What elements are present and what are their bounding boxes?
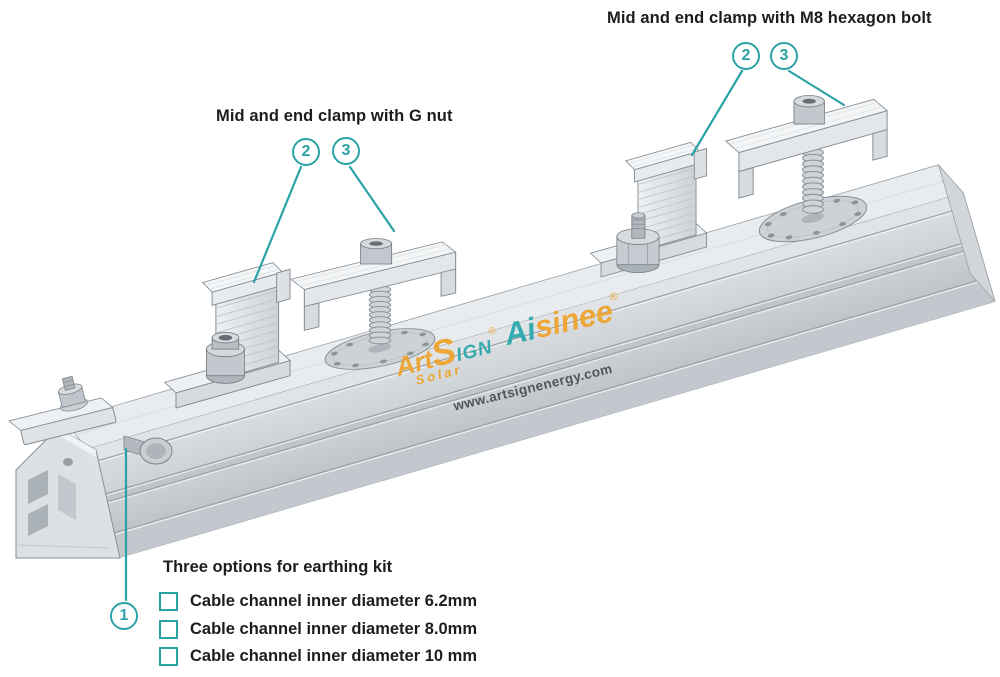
label-m8-clamp: Mid and end clamp with M8 hexagon bolt bbox=[607, 9, 932, 27]
end-clamp-right bbox=[724, 95, 888, 243]
callout-number: 3 bbox=[779, 47, 789, 64]
option-label: Cable channel inner diameter 6.2mm bbox=[190, 591, 478, 610]
earthing-heading: Three options for earthing kit bbox=[163, 558, 393, 576]
option-checkbox bbox=[159, 591, 178, 611]
end-clamp-left bbox=[289, 238, 457, 370]
earthing-option-row: Cable channel inner diameter 10 mm bbox=[159, 645, 477, 667]
clamp-nut bbox=[793, 95, 825, 125]
threaded-spring bbox=[368, 285, 392, 345]
callout-1-earthing: 1 bbox=[110, 602, 138, 630]
option-checkbox bbox=[159, 646, 178, 666]
callout-3-left: 3 bbox=[332, 137, 360, 165]
label-gnut-clamp: Mid and end clamp with G nut bbox=[216, 107, 453, 125]
earthing-option-row: Cable channel inner diameter 6.2mm bbox=[159, 590, 477, 612]
rail-end-profile bbox=[15, 427, 121, 559]
clamp-nut bbox=[360, 238, 393, 265]
earthing-kit bbox=[8, 375, 117, 446]
leader-lines bbox=[124, 69, 846, 602]
callout-2-left: 2 bbox=[292, 138, 320, 166]
callout-2-right: 2 bbox=[732, 42, 760, 70]
callout-number: 2 bbox=[741, 47, 751, 64]
g-nut bbox=[205, 332, 245, 384]
callout-number: 2 bbox=[301, 143, 311, 160]
mid-clamp-m8-bolt bbox=[589, 141, 708, 278]
m8-hexagon-bolt bbox=[616, 212, 660, 273]
earthing-option-row: Cable channel inner diameter 8.0mm bbox=[159, 618, 477, 640]
earthing-side-bolt bbox=[123, 435, 173, 465]
option-label: Cable channel inner diameter 10 mm bbox=[190, 646, 478, 665]
aluminum-rail bbox=[62, 164, 996, 558]
callout-number: 1 bbox=[119, 607, 129, 624]
option-checkbox bbox=[159, 619, 178, 639]
mid-clamp-g-nut bbox=[163, 262, 291, 409]
option-label: Cable channel inner diameter 8.0mm bbox=[190, 619, 478, 638]
callout-3-right: 3 bbox=[770, 42, 798, 70]
threaded-spring bbox=[802, 148, 824, 214]
callout-number: 3 bbox=[341, 142, 351, 159]
